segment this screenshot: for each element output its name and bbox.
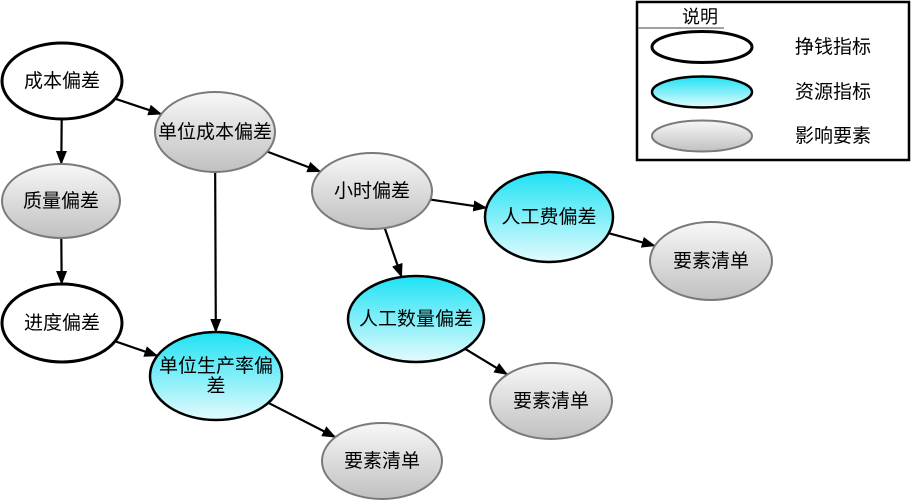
edge-unit-productivity-to-factor-list-3 — [267, 401, 337, 439]
node-label: 人工数量偏差 — [359, 308, 473, 330]
earned-ellipse-shape — [0, 41, 124, 121]
edge-cost-to-unit-cost — [114, 97, 163, 116]
legend-swatch-earned — [650, 30, 754, 64]
factor-ellipse-shape — [311, 152, 433, 230]
legend-swatch-resource — [650, 75, 754, 109]
node-unit-productivity: 单位生产率偏差 — [148, 330, 284, 422]
edge-labor-quantity-to-factor-list-2 — [464, 347, 509, 376]
edge-unit-cost-to-hour — [266, 150, 322, 173]
node-quality: 质量偏差 — [1, 163, 121, 239]
node-label: 要素清单 — [513, 390, 589, 412]
node-factor-list-2: 要素清单 — [489, 362, 613, 440]
legend-label-resource: 资源指标 — [795, 81, 871, 103]
edge-hour-to-labor-quantity — [383, 227, 403, 278]
resource-ellipse-shape — [148, 330, 284, 422]
node-unit-cost: 单位成本偏差 — [154, 91, 276, 173]
node-label: 要素清单 — [344, 450, 420, 472]
factor-ellipse-shape — [649, 221, 773, 301]
node-label: 成本偏差 — [24, 70, 100, 92]
earned-ellipse-shape — [0, 282, 124, 364]
factor-ellipse-shape — [154, 91, 276, 173]
factor-ellipse-shape — [321, 422, 443, 500]
node-factor-list-1: 要素清单 — [649, 221, 773, 301]
node-factor-list-3: 要素清单 — [321, 422, 443, 500]
node-hour: 小时偏差 — [311, 152, 433, 230]
edge-labor-cost-to-factor-list-1 — [608, 232, 656, 248]
legend-swatch-factor — [651, 119, 753, 153]
legend-label-earned: 挣钱指标 — [795, 36, 871, 58]
node-label: 要素清单 — [673, 250, 749, 272]
node-label: 进度偏差 — [24, 312, 100, 334]
node-label: 单位成本偏差 — [158, 121, 272, 143]
legend-title: 说明 — [682, 7, 718, 28]
resource-ellipse-shape — [483, 170, 615, 264]
node-labor-quantity: 人工数量偏差 — [346, 274, 486, 364]
node-schedule: 进度偏差 — [0, 282, 124, 364]
edge-hour-to-labor-cost — [430, 198, 488, 212]
factor-ellipse-shape — [489, 362, 613, 440]
edge-schedule-to-unit-productivity — [114, 340, 159, 357]
factor-ellipse-shape — [1, 163, 121, 239]
node-cost: 成本偏差 — [0, 41, 124, 121]
edge-unit-cost-to-unit-productivity — [210, 171, 222, 334]
resource-ellipse-shape — [346, 274, 486, 364]
node-label: 小时偏差 — [334, 180, 410, 202]
legend-label-factor: 影响要素 — [795, 125, 871, 147]
node-label: 质量偏差 — [23, 190, 99, 212]
node-label: 人工费偏差 — [501, 206, 596, 228]
node-labor-cost: 人工费偏差 — [483, 170, 615, 264]
node-label: 单位生产率偏差 — [159, 355, 273, 397]
